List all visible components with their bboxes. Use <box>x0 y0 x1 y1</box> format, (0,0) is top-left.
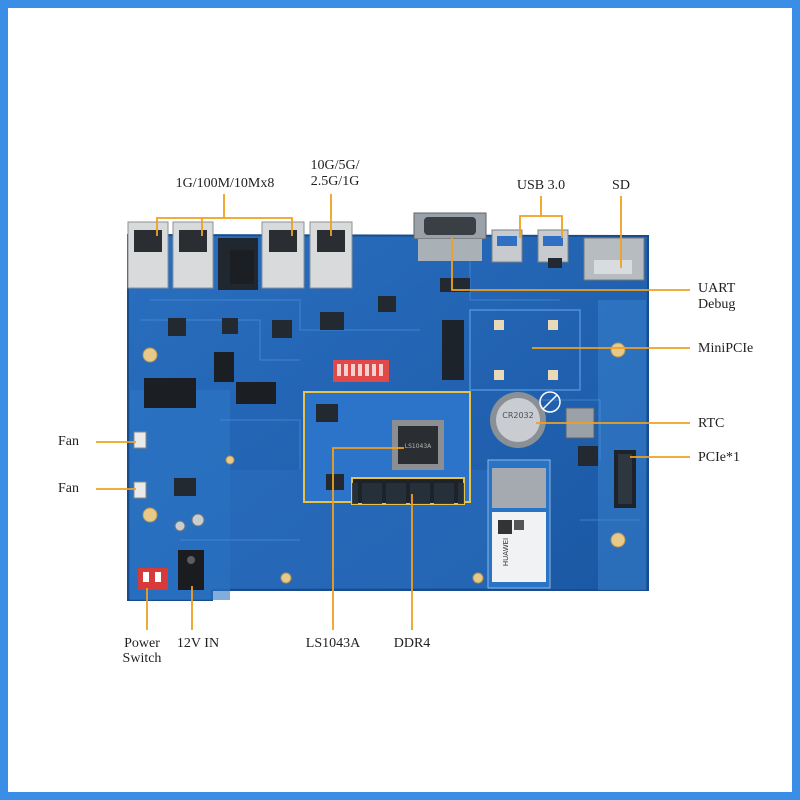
label-usb: USB 3.0 <box>516 178 566 193</box>
dc-jack-part <box>178 550 204 590</box>
rj45-1g-1 <box>127 221 169 289</box>
label-power-in: 12V IN <box>176 636 220 651</box>
lte-brand-marking: HUAWEI <box>502 538 510 566</box>
coin-cell-marking: CR2032 <box>502 411 534 420</box>
rtc-coin-cell: CR2032 <box>490 392 546 448</box>
label-pcie: PCIe*1 <box>698 450 740 465</box>
dip-switch <box>333 360 389 382</box>
scene: LS1043A CR2032 HUAWEI <box>8 8 792 792</box>
label-minipcie: MiniPCIe <box>698 341 754 356</box>
label-power-line1: Power <box>124 636 160 651</box>
minipcie-slot <box>442 309 581 391</box>
label-power-line2: Switch <box>122 651 162 666</box>
small-ics <box>168 258 598 496</box>
label-rtc: RTC <box>698 416 725 431</box>
rj45-1g-2 <box>172 221 214 289</box>
sd-card-slot <box>583 237 645 281</box>
lte-module: HUAWEI <box>487 459 551 589</box>
som-module: LS1043A <box>303 391 471 505</box>
pin-headers <box>144 250 276 408</box>
cpu-chip-marking: LS1043A <box>405 443 432 450</box>
leader-lines <box>96 194 690 630</box>
usb-port-1 <box>491 229 523 263</box>
leader-cpu <box>332 447 404 630</box>
label-cpu: LS1043A <box>305 636 361 651</box>
label-uart-line1: UART <box>698 281 736 296</box>
label-memory: DDR4 <box>393 636 431 651</box>
rj45-1g-3 <box>261 221 305 289</box>
fan-connector-2 <box>133 481 147 499</box>
label-fan-1: Fan <box>58 434 79 449</box>
power-switch-part <box>138 568 168 590</box>
label-ethernet-10g-line1: 10G/5G/ <box>310 158 360 173</box>
label-ethernet-1g: 1G/100M/10Mx8 <box>175 176 275 191</box>
pcie-x1-slot <box>614 450 636 508</box>
db9-uart-connector <box>413 212 487 261</box>
capacitors <box>174 513 205 532</box>
label-uart-line2: Debug <box>698 297 736 312</box>
leader-uart <box>451 238 690 291</box>
label-ethernet-10g-line2: 2.5G/1G <box>310 174 360 189</box>
label-fan-2: Fan <box>58 481 79 496</box>
pcb-region-right <box>598 300 646 590</box>
board-illustration: LS1043A CR2032 HUAWEI <box>96 194 690 630</box>
image-frame: LS1043A CR2032 HUAWEI <box>8 8 792 792</box>
fan-connector-1 <box>133 431 147 449</box>
pb-free-logo <box>539 391 561 413</box>
usb-port-2 <box>537 229 569 263</box>
label-sd: SD <box>612 178 630 193</box>
